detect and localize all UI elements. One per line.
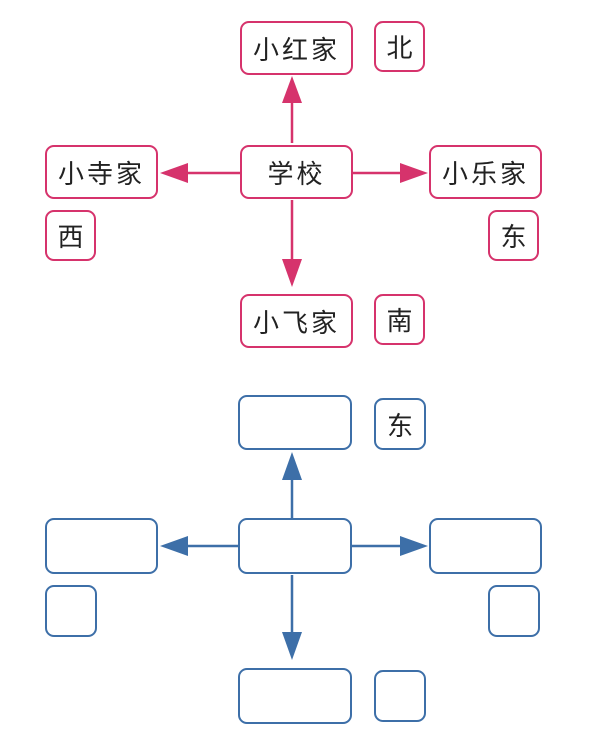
top-west-direction-label: 西 (57, 223, 84, 253)
top-east-direction-box: 东 (488, 210, 539, 261)
top-arrowhead-west (160, 163, 188, 183)
bottom-south-direction-box[interactable] (374, 670, 426, 722)
top-arrows (160, 76, 428, 287)
top-center-label: 学校 (267, 159, 326, 190)
top-center-box: 学校 (240, 145, 353, 199)
bottom-north-place-box[interactable] (238, 395, 352, 450)
top-east-place-label: 小乐家 (441, 159, 529, 190)
top-west-place-label: 小寺家 (57, 159, 145, 190)
bottom-east-place-box[interactable] (429, 518, 542, 574)
top-south-direction-label: 南 (386, 307, 413, 337)
bottom-west-place-box[interactable] (45, 518, 158, 574)
top-arrowhead-east (400, 163, 428, 183)
top-west-place-box: 小寺家 (45, 145, 158, 199)
top-arrowhead-south (282, 259, 302, 287)
bottom-arrows (160, 452, 428, 660)
bottom-south-place-box[interactable] (238, 668, 352, 724)
top-north-direction-box: 北 (374, 21, 425, 72)
bottom-arrowhead-north (282, 452, 302, 480)
bottom-north-direction-label: 东 (386, 411, 413, 442)
top-east-direction-label: 东 (500, 223, 527, 253)
top-west-direction-box: 西 (45, 210, 96, 261)
top-arrowhead-north (282, 76, 302, 103)
bottom-arrowhead-west (160, 536, 188, 556)
top-north-place-label: 小红家 (252, 35, 340, 66)
bottom-east-direction-box[interactable] (488, 585, 540, 637)
top-south-place-label: 小飞家 (252, 308, 340, 339)
bottom-west-direction-box[interactable] (45, 585, 97, 637)
top-south-direction-box: 南 (374, 294, 425, 345)
bottom-arrowhead-east (400, 536, 428, 556)
bottom-north-direction-box: 东 (374, 398, 426, 450)
top-north-direction-label: 北 (386, 34, 413, 64)
top-north-place-box: 小红家 (240, 21, 353, 75)
bottom-arrowhead-south (282, 632, 302, 660)
top-south-place-box: 小飞家 (240, 294, 353, 348)
top-east-place-box: 小乐家 (429, 145, 542, 199)
bottom-center-box[interactable] (238, 518, 352, 574)
